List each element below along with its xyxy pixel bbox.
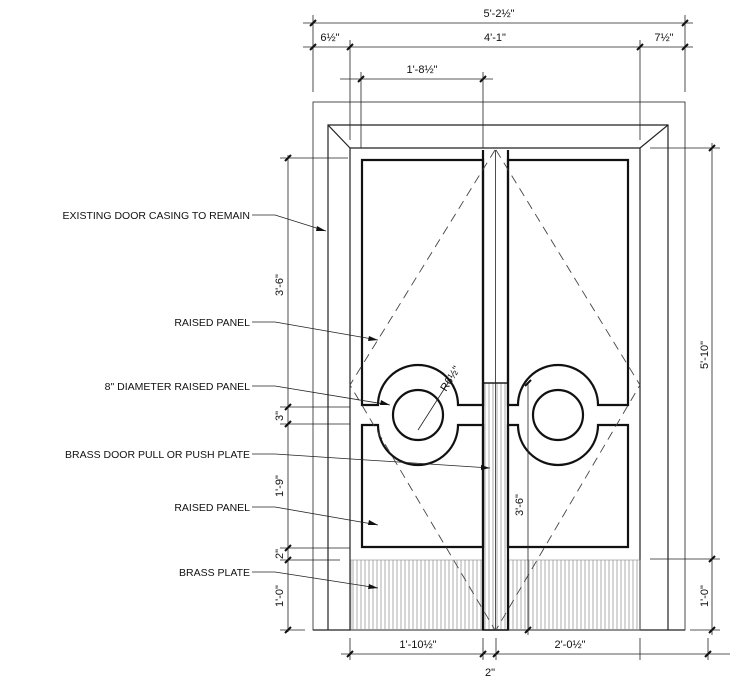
dim-panel-width: 1'-8½": [406, 64, 437, 76]
label-raised-panel-lower: RAISED PANEL: [174, 502, 250, 514]
dim-right-leaf-width: 2'-0½": [554, 639, 585, 651]
casing-trim: [327, 124, 669, 630]
radius-leader: [417, 382, 449, 431]
dim-kick-gap: 2": [274, 549, 286, 559]
round-raised-panel-left: [391, 388, 445, 442]
dim-right-kick-height: 1'-0": [699, 585, 711, 607]
bottom-dimension-ticks: [346, 650, 712, 658]
raised-panel-lower-right: [506, 423, 630, 549]
label-raised-panel-upper: RAISED PANEL: [174, 317, 250, 329]
dim-right-casing: 7½": [654, 32, 673, 44]
label-brass-plate: BRASS PLATE: [179, 567, 250, 579]
dim-left-casing: 6½": [320, 32, 339, 44]
label-existing-casing: EXISTING DOOR CASING TO REMAIN: [63, 210, 250, 222]
right-dimension-lines: [527, 143, 720, 635]
label-round-panel: 8" DIAMETER RAISED PANEL: [105, 381, 250, 393]
door-swing-right: [495, 149, 641, 631]
dim-rail-height: 3": [274, 411, 286, 421]
callout-arrowheads: [316, 226, 490, 589]
dim-overall-width: 5'-2½": [483, 8, 514, 20]
dim-astragal-width: 2": [485, 667, 495, 679]
dim-opening-width: 4'-1": [484, 32, 506, 44]
callout-leaders: [252, 214, 491, 589]
dim-lower-panel-height: 1'-9": [274, 475, 286, 497]
door-swing-left: [349, 149, 496, 631]
dim-left-leaf-width: 1'-10½": [399, 639, 436, 651]
dim-upper-panel-height: 3'-6": [274, 274, 286, 296]
top-dimension-lines: [303, 15, 693, 148]
raised-panel-lower-left: [360, 423, 485, 549]
raised-panel-upper-right: [506, 158, 630, 407]
round-raised-panel-right: [531, 388, 585, 442]
dim-radius: R6½": [438, 364, 463, 393]
bottom-dimension-lines: [341, 638, 730, 660]
label-pull-plate: BRASS DOOR PULL OR PUSH PLATE: [65, 449, 250, 461]
dimension-ticks: [309, 19, 689, 83]
left-dimension-lines: [280, 155, 350, 632]
left-dimension-ticks: [284, 154, 292, 634]
raised-panel-upper-left: [360, 158, 485, 407]
dim-kick-height: 1'-0": [274, 585, 286, 607]
dim-pull-height: 3'-6": [514, 494, 526, 516]
brass-kick-plate-right: [507, 559, 641, 631]
right-dimension-ticks: [524, 144, 716, 634]
dim-overall-height: 5'-10": [699, 341, 711, 369]
brass-kick-plate-left: [350, 559, 484, 631]
